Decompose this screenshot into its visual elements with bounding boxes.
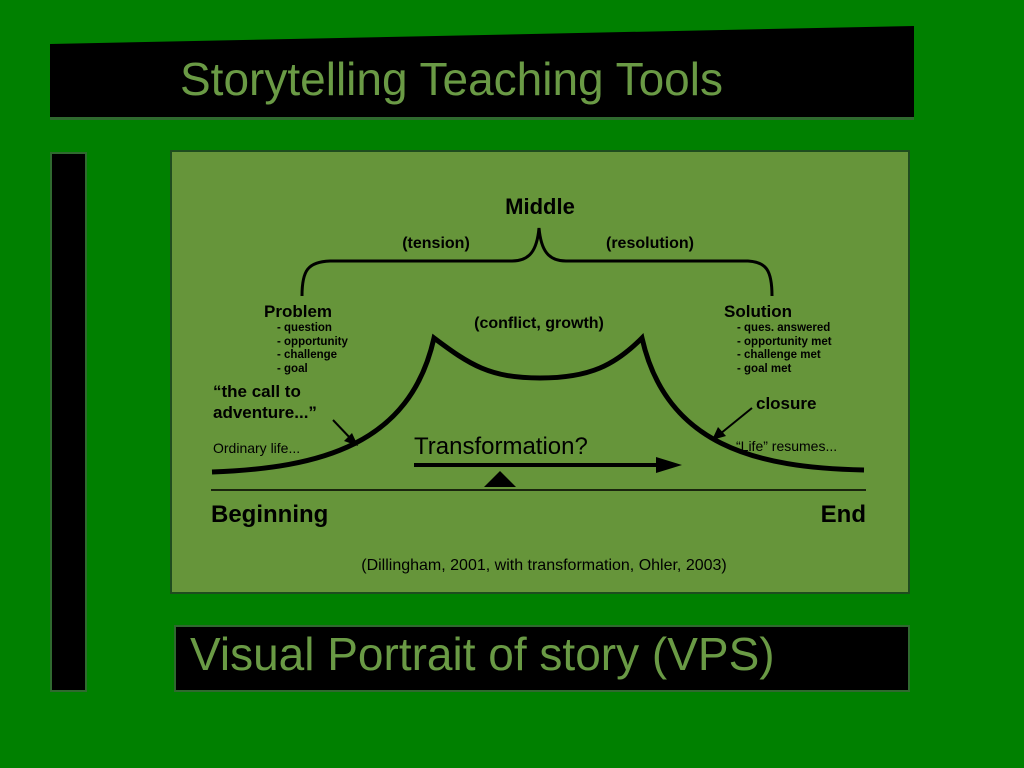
call-arrow-head	[344, 433, 358, 446]
transformation-arrow-head	[656, 457, 682, 473]
solution-heading: Solution	[724, 302, 792, 321]
life-resumes-label: “Life” resumes...	[736, 438, 837, 454]
solution-item: - challenge met	[737, 349, 821, 361]
resolution-label: (resolution)	[606, 235, 694, 252]
middle-label: Middle	[505, 194, 575, 219]
problem-heading: Problem	[264, 302, 332, 321]
fulcrum-triangle	[484, 471, 516, 487]
ordinary-life-label: Ordinary life...	[213, 440, 300, 456]
problem-item: - opportunity	[277, 336, 349, 348]
title-bar	[50, 26, 914, 120]
subtitle-bar	[174, 625, 910, 692]
middle-brace	[300, 227, 774, 297]
side-bar	[50, 152, 87, 692]
closure-arrow	[719, 407, 753, 435]
call-to-adventure-line1: “the call to	[213, 382, 301, 401]
slide-title: Storytelling Teaching Tools	[180, 53, 723, 105]
story-arc	[211, 333, 865, 475]
conflict-label: (conflict, growth)	[474, 315, 604, 332]
beginning-label: Beginning	[211, 501, 328, 528]
slide-subtitle: Visual Portrait of story (VPS)	[190, 628, 775, 680]
solution-item: - ques. answered	[737, 322, 830, 334]
problem-item: - question	[277, 322, 332, 334]
transformation-label: Transformation?	[414, 433, 588, 460]
solution-item: - goal met	[737, 363, 791, 375]
end-label: End	[821, 501, 866, 528]
solution-item: - opportunity met	[737, 336, 832, 348]
citation: (Dillingham, 2001, with transformation, …	[361, 557, 727, 574]
closure-label: closure	[756, 394, 816, 413]
call-to-adventure-line2: adventure...”	[213, 403, 317, 422]
closure-arrow-head	[712, 427, 726, 440]
tension-label: (tension)	[402, 235, 470, 252]
problem-item: - goal	[277, 363, 308, 375]
problem-item: - challenge	[277, 349, 337, 361]
diagram-panel	[170, 150, 910, 594]
